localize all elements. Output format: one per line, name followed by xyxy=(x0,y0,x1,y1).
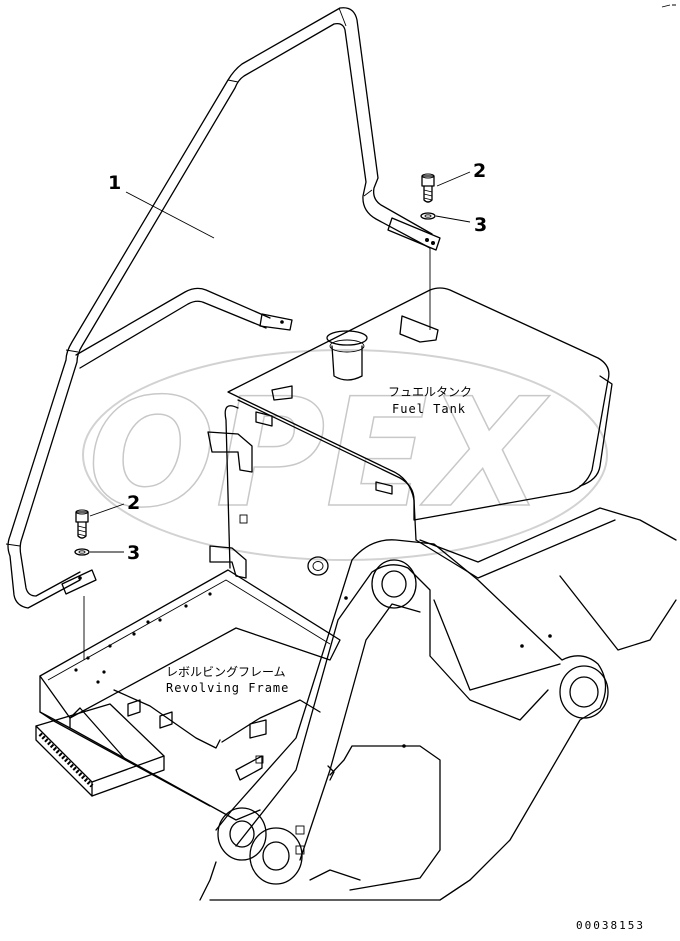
frame-caption-en: Revolving Frame xyxy=(166,681,289,695)
handrail-plate-bottom xyxy=(61,569,97,595)
leader-2b xyxy=(89,503,125,517)
leader-1 xyxy=(125,191,215,239)
frame-inner-part xyxy=(127,699,141,717)
boom-arm-outer xyxy=(215,539,607,901)
boom-boss xyxy=(371,559,417,609)
boom-arm-inner xyxy=(235,564,549,847)
document-number: 00038153 xyxy=(576,919,645,932)
boom-structure xyxy=(199,507,677,901)
fuel-tank-caption-jp: フュエルタンク xyxy=(388,385,472,399)
boom-boss xyxy=(249,827,303,885)
callout-3-upper: 3 xyxy=(474,214,487,236)
frame-side-beam xyxy=(69,727,261,821)
side-beam xyxy=(559,575,677,651)
side-beam xyxy=(433,599,561,691)
fuel-tank-right-wall xyxy=(579,375,613,487)
frame-inner-part xyxy=(235,755,263,781)
handrail-bend xyxy=(363,189,373,197)
bolt-lower xyxy=(75,509,89,539)
callout-2-lower: 2 xyxy=(127,492,140,514)
side-beam xyxy=(419,507,677,563)
frame-bolt-holes xyxy=(74,592,212,684)
fuel-tank-side-left xyxy=(224,405,239,569)
fuel-tank-top xyxy=(227,287,610,521)
frame-caption-jp: レボルビングフレーム xyxy=(166,665,286,679)
leader-3a xyxy=(435,215,471,223)
leader-2a xyxy=(436,171,471,187)
handrail-bend xyxy=(227,79,239,83)
washer-lower xyxy=(74,548,90,556)
fuel-tank-front xyxy=(237,399,417,541)
handrail-bend xyxy=(65,349,79,353)
filler-cap xyxy=(326,330,368,381)
lower-housing xyxy=(309,869,361,881)
handrail xyxy=(5,7,441,609)
fuel-tank-bottom-edge xyxy=(415,519,616,579)
lower-housing xyxy=(199,861,471,901)
handrail-bend xyxy=(338,7,347,27)
handrail-outline-inner xyxy=(19,22,431,597)
tank-clip xyxy=(255,411,273,427)
tank-clip xyxy=(271,385,293,401)
revolving-frame xyxy=(35,569,341,821)
handrail-crossbar-outer xyxy=(75,287,271,356)
frame-inner-part xyxy=(221,699,321,743)
corner-mark xyxy=(661,4,676,8)
handrail-plate-top xyxy=(387,217,441,251)
handrail-crossbar-inner xyxy=(79,300,267,369)
tank-drain-fitting xyxy=(307,556,329,576)
tank-mount-bracket xyxy=(399,315,439,343)
bolt-upper xyxy=(421,173,435,203)
tank-clip xyxy=(375,481,393,495)
lower-housing xyxy=(329,745,441,891)
handrail-bend xyxy=(5,543,21,547)
tank-side-bracket xyxy=(207,431,253,473)
step xyxy=(35,703,165,797)
frame-deck xyxy=(39,569,341,719)
frame-inner-part xyxy=(113,689,221,749)
boom-boss xyxy=(559,665,609,719)
callout-1: 1 xyxy=(108,172,121,194)
callout-2-upper: 2 xyxy=(473,160,486,182)
frame-lower-edge xyxy=(39,711,211,807)
callout-3-lower: 3 xyxy=(127,542,140,564)
watermark-text: OPEX xyxy=(88,367,550,541)
frame-inner-part xyxy=(249,719,267,739)
fuel-tank-caption-en: Fuel Tank xyxy=(392,402,466,416)
boom-arm-plate xyxy=(299,603,421,861)
fuel-tank xyxy=(207,287,616,579)
tank-side-bracket xyxy=(209,545,247,579)
frame-inner-part xyxy=(159,711,173,729)
watermark: OPEX xyxy=(82,349,608,561)
washer-upper xyxy=(420,212,436,220)
handrail-crossbar-plate xyxy=(259,313,293,331)
boom-boss xyxy=(217,807,267,861)
